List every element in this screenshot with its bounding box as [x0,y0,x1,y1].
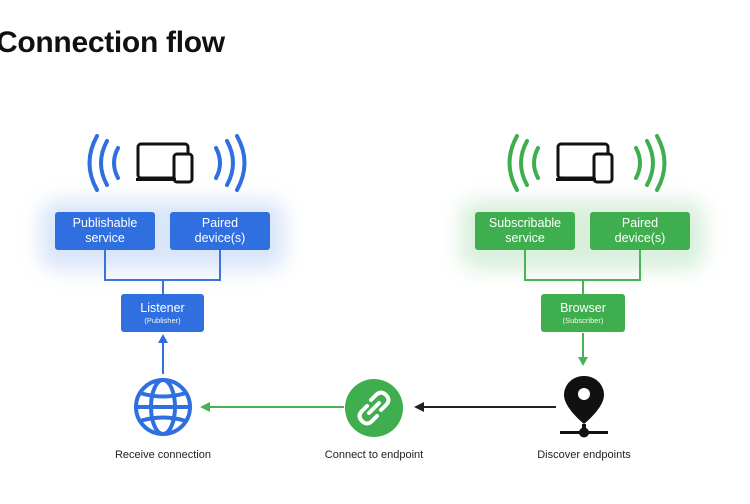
up-arrow [158,334,168,374]
right-broadcast-device-icon [507,134,667,192]
publishable-service-box: Publishable service [55,212,155,250]
right-paired-devices-label: Paired device(s) [614,216,666,245]
publishable-service-label: Publishable service [72,216,138,245]
connect-to-endpoint-caption: Connect to endpoint [324,449,424,461]
page-title: Connection flow [0,26,225,59]
right-paired-devices-box: Paired device(s) [590,212,690,250]
globe-icon [134,378,192,436]
subscribable-service-box: Subscribable service [475,212,575,250]
right-connector [582,280,584,296]
left-paired-devices-label: Paired device(s) [194,216,246,245]
receive-connection-caption: Receive connection [114,449,211,461]
browser-box: Browser (Subscriber) [541,294,625,332]
left-paired-devices-box: Paired device(s) [170,212,270,250]
left-connector [104,250,106,280]
listener-label: Listener [140,301,185,315]
left-broadcast-device-icon [87,134,247,192]
subscribable-service-label: Subscribable service [488,216,562,245]
connect-to-receive-arrow [200,402,344,412]
browser-sublabel: (Subscriber) [562,316,604,325]
right-connector [639,250,641,280]
browser-label: Browser [560,301,606,315]
location-pin-icon [560,376,608,438]
left-connector [162,280,164,296]
down-arrow [578,333,588,366]
right-connector [524,250,526,280]
left-connector [219,250,221,280]
discover-to-connect-arrow [414,402,556,412]
discover-endpoints-caption: Discover endpoints [537,449,631,461]
link-icon [345,379,403,437]
listener-sublabel: (Publisher) [144,316,181,325]
listener-box: Listener (Publisher) [121,294,204,332]
